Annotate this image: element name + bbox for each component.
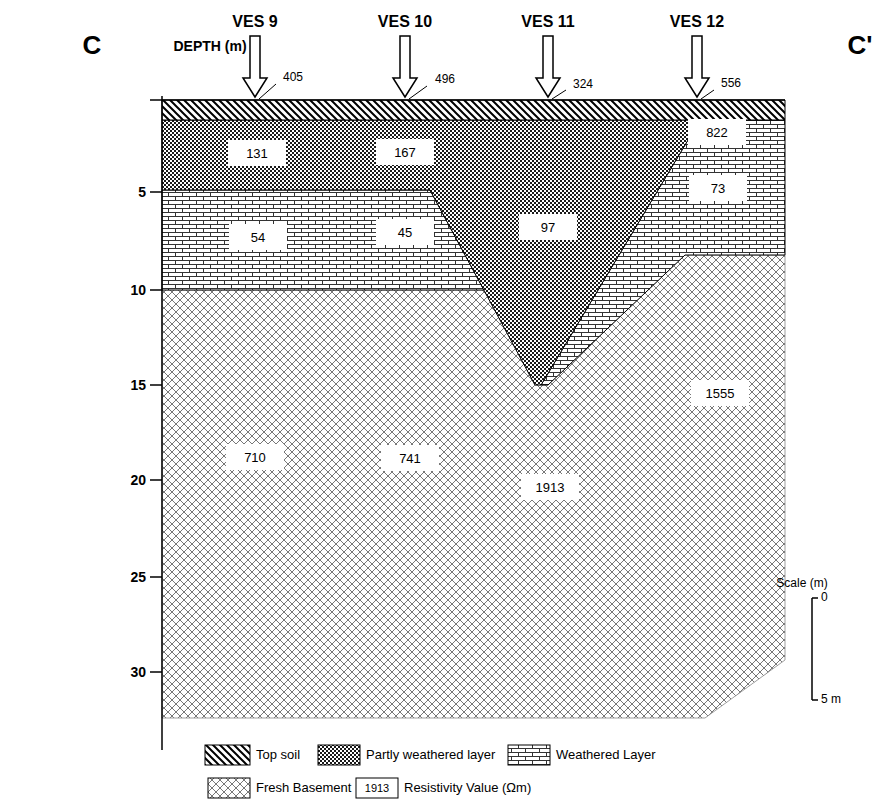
section-end-label: C' <box>848 31 873 61</box>
resistivity-value: 167 <box>394 145 416 160</box>
depth-tick: 5 <box>138 184 146 200</box>
resistivity-box: 822 <box>688 119 746 145</box>
legend-text: Partly weathered layer <box>366 748 495 763</box>
resistivity-box: 710 <box>226 444 284 470</box>
resistivity-box: 741 <box>381 445 439 471</box>
legend-text: Fresh Basement <box>256 781 351 796</box>
resistivity-value: 54 <box>251 230 265 245</box>
legend-text: Weathered Layer <box>556 748 656 763</box>
depth-tick: 20 <box>130 472 146 488</box>
ves-label: VES 10 <box>378 13 432 31</box>
partly-weathered-layer <box>162 120 700 385</box>
layers <box>162 100 785 718</box>
annotation: Scale (m) <box>776 577 827 591</box>
annotation: 5 m <box>821 693 841 707</box>
depth-tick: 10 <box>130 282 146 298</box>
depth-tick: 30 <box>130 664 146 680</box>
annotation: 556 <box>721 77 741 91</box>
ves-label: VES 11 <box>521 13 574 31</box>
scale-bar <box>812 598 818 700</box>
annotation: 0 <box>821 591 828 605</box>
resistivity-box: 1913 <box>521 474 579 500</box>
leader-lines <box>259 84 714 99</box>
ves-label: VES 12 <box>670 13 724 31</box>
legend-text: Resistivity Value (Ωm) <box>404 781 531 796</box>
resistivity-value: 131 <box>246 146 268 161</box>
top-soil <box>162 100 785 120</box>
resistivity-box: 1555 <box>691 380 749 406</box>
depth-axis <box>150 96 785 750</box>
resistivity-box: 167 <box>376 139 434 165</box>
resistivity-box: 131 <box>228 140 286 166</box>
depth-tick: 25 <box>130 569 146 585</box>
resistivity-box: 97 <box>519 214 577 240</box>
legend-text: Top soil <box>256 748 300 763</box>
depth-tick: 15 <box>130 377 146 393</box>
section-end-label: C <box>83 31 102 61</box>
fresh-basement <box>162 255 785 718</box>
resistivity-value: 97 <box>541 220 555 235</box>
resistivity-value: 1913 <box>536 480 565 495</box>
annotation: 405 <box>283 71 303 85</box>
resistivity-value: 45 <box>398 225 412 240</box>
annotation: 324 <box>573 78 593 92</box>
ves-label: VES 9 <box>232 13 277 31</box>
annotation: 496 <box>435 73 455 87</box>
resistivity-value: 822 <box>706 125 728 140</box>
resistivity-value: 710 <box>244 450 266 465</box>
ves-arrows <box>243 36 709 97</box>
annotation: 1913 <box>365 782 389 795</box>
resistivity-value: 73 <box>711 181 725 196</box>
resistivity-box: 45 <box>376 219 434 245</box>
resistivity-box: 73 <box>689 175 747 201</box>
resistivity-box: 54 <box>229 224 287 250</box>
resistivity-value: 1555 <box>706 386 735 401</box>
weathered-layer <box>162 190 484 290</box>
legend-swatches <box>205 745 550 798</box>
resistivity-value: 741 <box>399 451 421 466</box>
annotation: DEPTH (m) <box>173 38 246 54</box>
